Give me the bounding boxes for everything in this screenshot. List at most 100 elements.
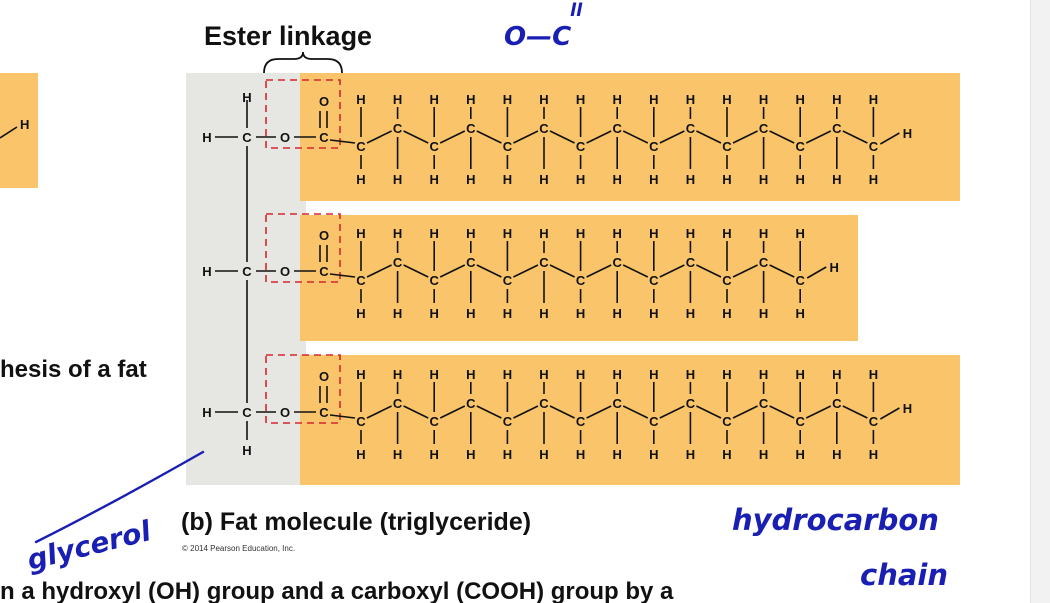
chain-carbon: C	[686, 396, 696, 411]
chain-hydrogen-top: H	[832, 92, 841, 107]
ester-linkage-box	[265, 213, 341, 283]
chain-carbon: C	[539, 255, 549, 270]
left-partial-panel	[0, 73, 38, 188]
chain-hydrogen-top: H	[356, 226, 365, 241]
carbonyl-oxygen: O	[319, 228, 329, 243]
chain-bond	[805, 405, 832, 419]
chain-carbon: C	[649, 414, 659, 429]
chain-carbon: C	[503, 139, 513, 154]
glycerol-carbon: C	[242, 405, 252, 420]
chain-bond	[366, 264, 392, 278]
chain-carbon: C	[430, 414, 440, 429]
ester-oxygen: O	[280, 130, 290, 145]
terminal-bond	[879, 407, 900, 420]
chain-carbon: C	[722, 414, 732, 429]
chain-bond	[732, 130, 758, 144]
fatty-acid-panel-3	[300, 355, 960, 485]
ester-linkage-box	[265, 79, 341, 149]
chain-bond	[732, 264, 758, 278]
chain-bond	[842, 130, 868, 144]
chain-carbon: C	[466, 121, 476, 136]
left-partial-bond	[0, 126, 18, 139]
chain-hydrogen-bottom: H	[722, 172, 731, 187]
chain-bond	[769, 264, 795, 278]
chain-bond	[696, 264, 722, 278]
page-scroll-strip[interactable]	[1030, 0, 1050, 603]
chain-hydrogen-bottom: H	[759, 172, 768, 187]
chain-hydrogen-top: H	[503, 367, 512, 382]
chain-carbon: C	[759, 396, 769, 411]
chain-bond	[549, 405, 575, 419]
terminal-hydrogen: H	[830, 260, 839, 275]
chain-hydrogen-top: H	[796, 226, 805, 241]
chain-carbon: C	[466, 255, 476, 270]
chain-hydrogen-bottom: H	[649, 306, 658, 321]
chain-hydrogen-top: H	[576, 226, 585, 241]
ester-oxygen: O	[280, 405, 290, 420]
chain-hydrogen-bottom: H	[466, 172, 475, 187]
chain-hydrogen-bottom: H	[759, 447, 768, 462]
chain-bond	[513, 405, 539, 419]
chain-carbon: C	[686, 255, 696, 270]
chain-carbon: C	[576, 414, 586, 429]
annotation-double-bond: ll	[570, 0, 583, 21]
chain-bond	[586, 405, 612, 419]
chain-hydrogen-top: H	[869, 92, 878, 107]
chain-hydrogen-bottom: H	[393, 172, 402, 187]
left-partial-h: H	[20, 117, 29, 132]
chain-hydrogen-top: H	[393, 92, 402, 107]
chain-hydrogen-bottom: H	[576, 447, 585, 462]
glycerol-h-left: H	[202, 264, 211, 279]
chain-hydrogen-top: H	[759, 226, 768, 241]
glycerol-h-left: H	[202, 405, 211, 420]
chain-hydrogen-bottom: H	[356, 172, 365, 187]
chain-hydrogen-bottom: H	[796, 447, 805, 462]
ester-linkage-bracket	[263, 51, 343, 74]
chain-hydrogen-top: H	[686, 92, 695, 107]
synthesis-label: hesis of a fat	[0, 356, 147, 383]
bottom-body-text: n a hydroxyl (OH) group and a carboxyl (…	[0, 578, 674, 603]
chain-hydrogen-top: H	[722, 226, 731, 241]
chain-hydrogen-bottom: H	[869, 447, 878, 462]
chain-hydrogen-bottom: H	[649, 172, 658, 187]
chain-hydrogen-bottom: H	[832, 172, 841, 187]
chain-bond	[513, 264, 539, 278]
chain-hydrogen-bottom: H	[576, 306, 585, 321]
chain-carbon: C	[832, 121, 842, 136]
chain-hydrogen-top: H	[722, 367, 731, 382]
annotation-chain: chain	[860, 558, 948, 592]
chain-carbon: C	[613, 396, 623, 411]
chain-carbon: C	[576, 139, 586, 154]
chain-bond	[329, 139, 356, 144]
chain-hydrogen-top: H	[503, 226, 512, 241]
chain-carbon: C	[613, 255, 623, 270]
chain-bond	[659, 264, 685, 278]
chain-carbon: C	[503, 273, 513, 288]
chain-bond	[622, 130, 649, 144]
carbonyl-carbon: C	[319, 130, 329, 145]
chain-carbon: C	[393, 255, 403, 270]
chain-hydrogen-bottom: H	[356, 306, 365, 321]
chain-carbon: C	[759, 255, 769, 270]
chain-hydrogen-top: H	[393, 367, 402, 382]
chain-hydrogen-top: H	[576, 92, 585, 107]
chain-carbon: C	[649, 273, 659, 288]
chain-hydrogen-top: H	[576, 367, 585, 382]
chain-bond	[366, 130, 392, 144]
chain-hydrogen-bottom: H	[539, 306, 548, 321]
carbonyl-carbon: C	[319, 405, 329, 420]
chain-bond	[476, 264, 502, 278]
chain-hydrogen-top: H	[796, 367, 805, 382]
chain-hydrogen-bottom: H	[503, 447, 512, 462]
chain-bond	[403, 405, 429, 419]
chain-bond	[732, 405, 758, 419]
chain-hydrogen-top: H	[430, 92, 439, 107]
chain-carbon: C	[539, 396, 549, 411]
chain-hydrogen-top: H	[539, 367, 548, 382]
chain-bond	[769, 130, 795, 144]
chain-hydrogen-top: H	[686, 226, 695, 241]
chain-bond	[622, 405, 649, 419]
chain-bond	[696, 130, 722, 144]
